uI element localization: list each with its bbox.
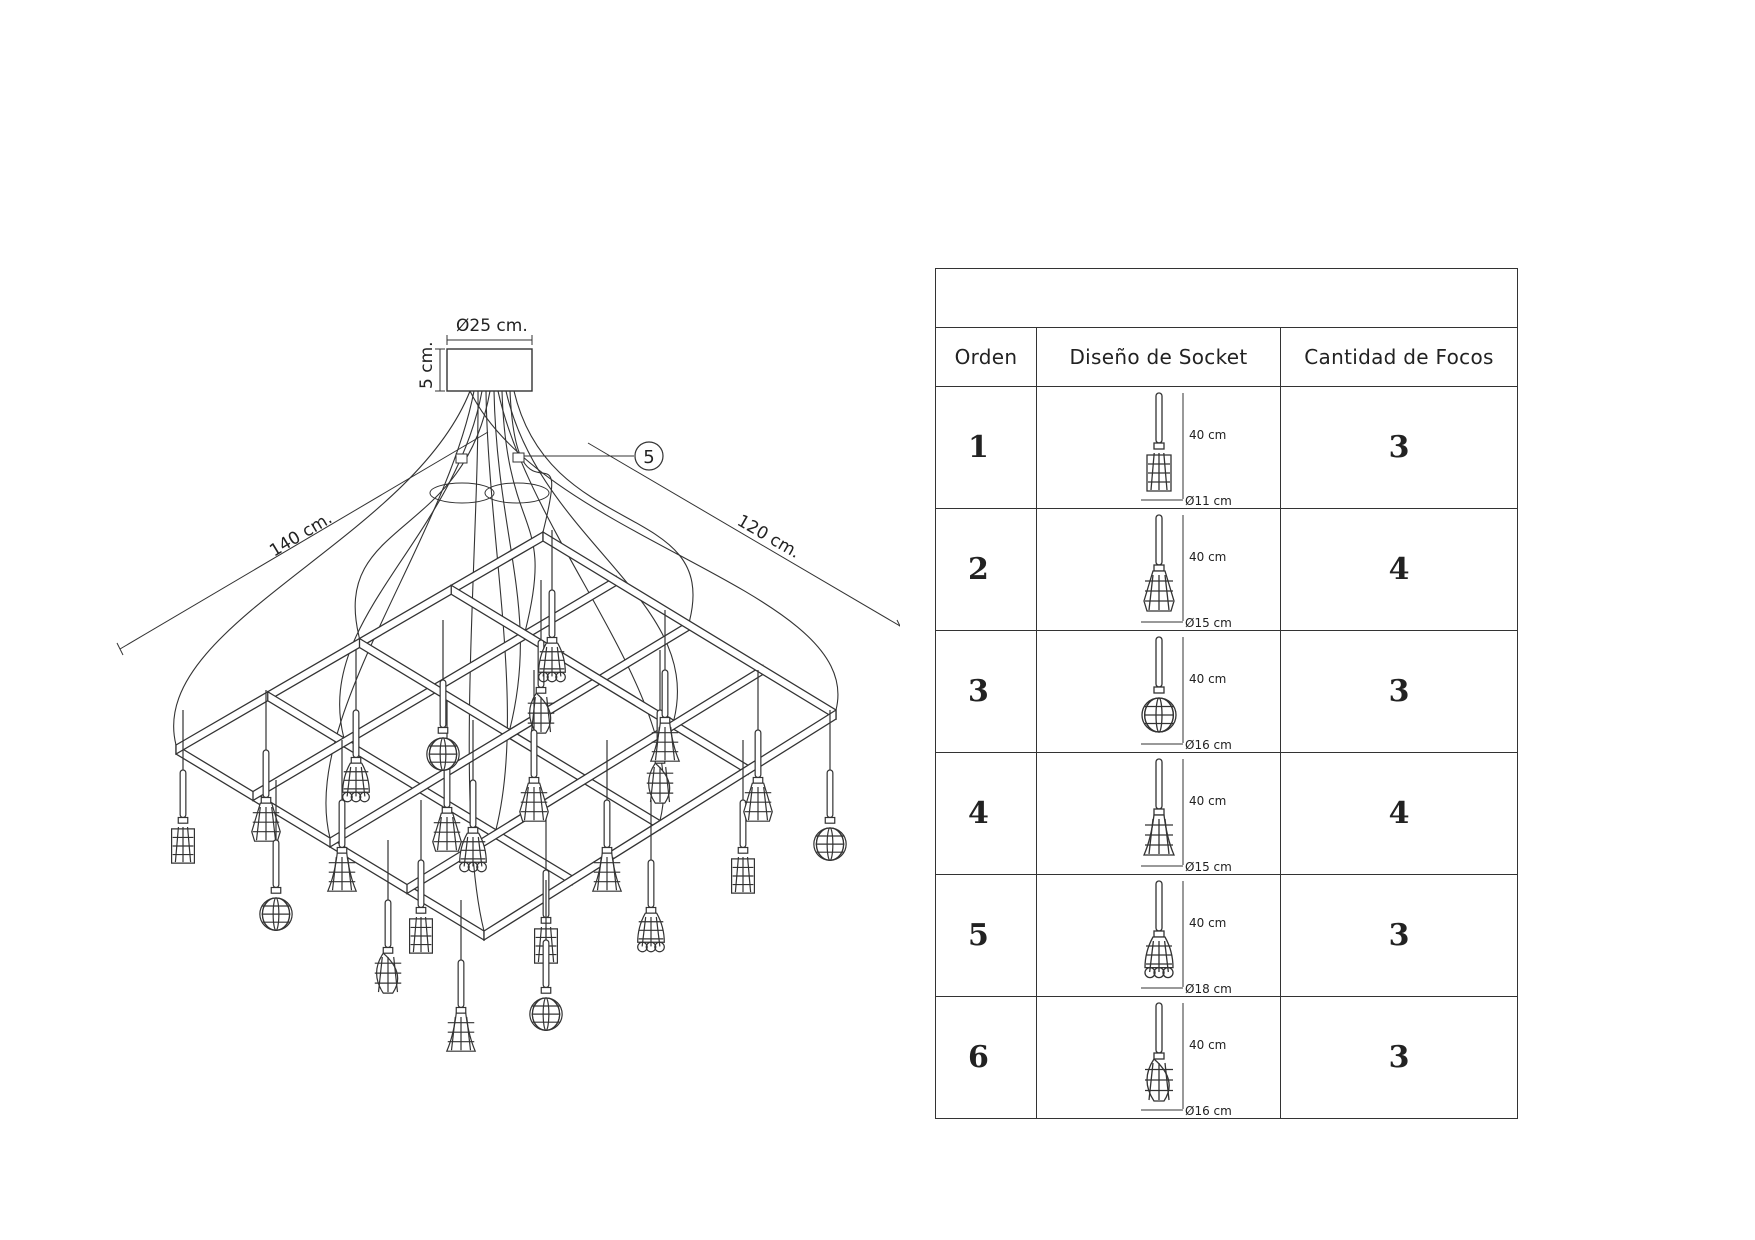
pendant-lamp <box>432 700 462 852</box>
wall-socket-markers <box>429 452 550 504</box>
focos-count-cell: 3 <box>1280 386 1518 509</box>
table-row: 1 40 cm Ø11 cm 3 <box>935 386 1518 509</box>
pendant-lamp <box>251 690 281 842</box>
pendant-lamp <box>171 710 195 864</box>
table-row: 5 40 cm Ø18 cm 3 <box>935 874 1518 997</box>
table-header-row: Orden Diseño de Socket Cantidad de Focos <box>935 327 1518 387</box>
socket-diameter-label: Ø15 cm <box>1185 616 1232 630</box>
focos-count-cell: 4 <box>1280 508 1518 631</box>
socket-cage-icon: 40 cm Ø11 cm <box>1141 392 1232 508</box>
frame-bar <box>483 708 837 942</box>
header-diseno-socket: Diseño de Socket <box>1036 327 1281 387</box>
canopy-height-label: 5 cm. <box>417 341 437 389</box>
pendant-lamp <box>409 800 433 954</box>
pendant-lamp <box>538 530 566 683</box>
socket-scroll-icon: 40 cm Ø18 cm <box>1141 880 1232 996</box>
focos-count-cell: 4 <box>1280 752 1518 875</box>
pendant-lamp <box>649 610 681 762</box>
pendant-lamp <box>591 740 623 892</box>
cable <box>469 390 839 711</box>
socket-spec-table: Orden Diseño de Socket Cantidad de Focos… <box>935 268 1518 1119</box>
table-row: 3 40 cm Ø16 cm 3 <box>935 630 1518 753</box>
callout-marker <box>521 441 664 471</box>
orden-cell: 5 <box>935 874 1037 997</box>
socket-design-cell: 40 cm Ø15 cm <box>1036 752 1281 875</box>
table-row: 4 40 cm Ø15 cm 4 <box>935 752 1518 875</box>
header-orden: Orden <box>935 327 1037 387</box>
cable <box>339 390 483 738</box>
canopy-diameter-label: Ø25 cm. <box>456 316 528 336</box>
cable <box>509 390 553 533</box>
focos-count-cell: 3 <box>1280 874 1518 997</box>
socket-height-label: 40 cm <box>1189 916 1226 930</box>
cable <box>354 390 491 639</box>
table-row: 6 40 cm Ø16 cm 3 <box>935 996 1518 1119</box>
socket-pear-icon: 40 cm Ø16 cm <box>1141 1002 1232 1118</box>
canopy-height-dimension <box>435 348 445 392</box>
socket-design-cell: 40 cm Ø16 cm <box>1036 996 1281 1119</box>
callout-number: 5 <box>643 447 654 468</box>
focos-count-cell: 3 <box>1280 630 1518 753</box>
pendant-lamp <box>259 780 293 931</box>
socket-diameter-label: Ø15 cm <box>1185 860 1232 874</box>
ceiling-canopy <box>446 348 533 392</box>
orden-cell: 1 <box>935 386 1037 509</box>
socket-diameter-label: Ø18 cm <box>1185 982 1232 996</box>
socket-flare-icon: 40 cm Ø15 cm <box>1141 758 1232 874</box>
table-row: 2 40 cm Ø15 cm 4 <box>935 508 1518 631</box>
socket-diameter-label: Ø11 cm <box>1185 494 1232 508</box>
cable <box>505 390 678 721</box>
width-dimension <box>587 442 900 628</box>
socket-height-label: 40 cm <box>1189 550 1226 564</box>
pendant-lamp <box>743 670 773 822</box>
cable <box>513 390 694 622</box>
pendant-lamp <box>529 880 563 1031</box>
width-label: 120 cm. <box>734 511 804 563</box>
pendant-lamp <box>374 840 402 994</box>
socket-height-label: 40 cm <box>1189 428 1226 442</box>
length-dimension <box>116 431 489 656</box>
cable <box>501 390 536 631</box>
orden-cell: 3 <box>935 630 1037 753</box>
cable <box>173 390 471 746</box>
canopy-diameter-dimension <box>446 335 533 345</box>
cable <box>493 390 521 730</box>
socket-height-label: 40 cm <box>1189 1038 1226 1052</box>
socket-design-cell: 40 cm Ø11 cm <box>1036 386 1281 509</box>
socket-design-cell: 40 cm Ø15 cm <box>1036 508 1281 631</box>
chandelier-svg: Ø25 cm. 5 cm. 140 cm. 120 cm. 5 <box>116 316 900 1052</box>
table-title <box>935 268 1518 328</box>
pendant-group <box>171 530 847 1052</box>
pendant-lamp <box>342 650 370 803</box>
socket-height-label: 40 cm <box>1189 794 1226 808</box>
orden-cell: 6 <box>935 996 1037 1119</box>
socket-diameter-label: Ø16 cm <box>1185 738 1232 752</box>
table-title-row <box>935 268 1518 328</box>
pendant-lamp <box>637 800 665 953</box>
socket-globe-icon: 40 cm Ø16 cm <box>1141 636 1232 752</box>
pendant-lamp <box>326 740 358 892</box>
pendant-lamp <box>459 720 487 873</box>
socket-height-label: 40 cm <box>1189 672 1226 686</box>
chandelier-drawing: Ø25 cm. 5 cm. 140 cm. 120 cm. 5 <box>116 316 900 1052</box>
pendant-lamp <box>426 620 460 771</box>
focos-count-cell: 3 <box>1280 996 1518 1119</box>
pendant-lamp <box>813 710 847 861</box>
socket-diameter-label: Ø16 cm <box>1185 1104 1232 1118</box>
orden-cell: 2 <box>935 508 1037 631</box>
length-label: 140 cm. <box>266 509 336 562</box>
grid-frame <box>175 530 837 942</box>
pendant-lamp <box>519 670 549 822</box>
pendant-lamp <box>527 580 555 734</box>
socket-design-cell: 40 cm Ø18 cm <box>1036 874 1281 997</box>
socket-design-cell: 40 cm Ø16 cm <box>1036 630 1281 753</box>
pendant-lamp <box>445 900 477 1052</box>
orden-cell: 4 <box>935 752 1037 875</box>
header-cantidad-focos: Cantidad de Focos <box>1280 327 1518 387</box>
socket-bell-icon: 40 cm Ø15 cm <box>1141 514 1232 630</box>
